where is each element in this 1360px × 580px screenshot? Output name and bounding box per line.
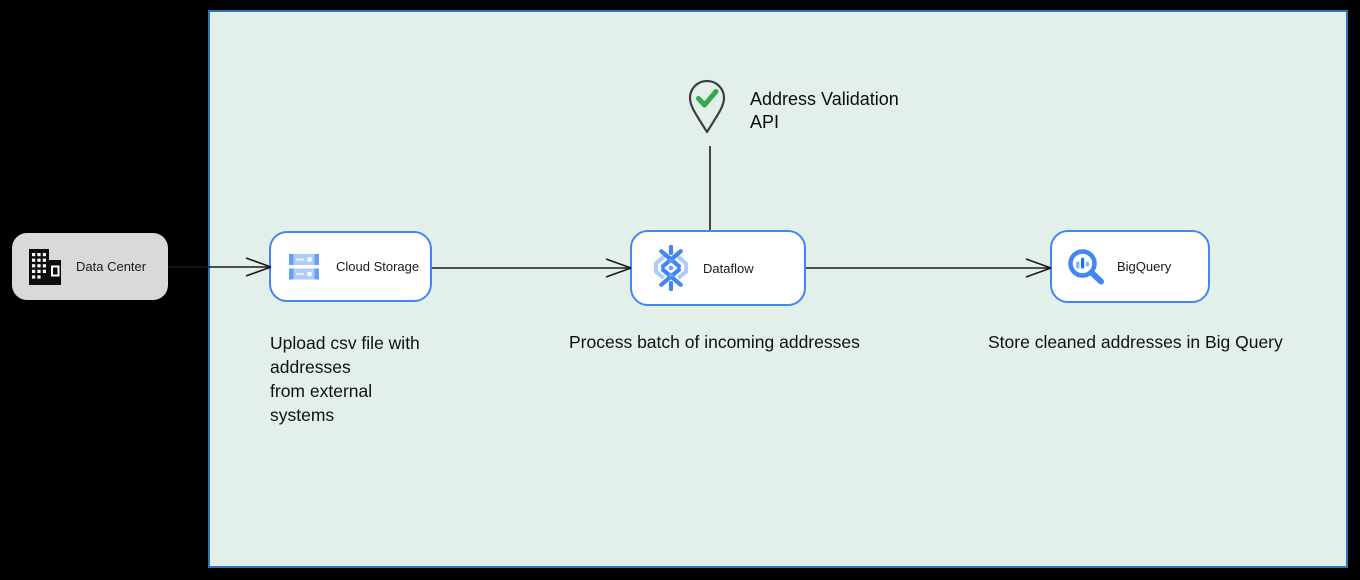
node-label-bigquery: BigQuery — [1117, 259, 1172, 274]
node-dataflow[interactable]: Dataflow — [630, 230, 806, 306]
note-upload-line4: systems — [270, 405, 335, 425]
node-data-center[interactable]: Data Center — [12, 233, 168, 300]
note-upload-line2: addresses — [270, 357, 351, 377]
note-upload-csv: Upload csv file with addresses from exte… — [270, 331, 420, 427]
cloud-storage-icon — [289, 253, 319, 279]
note-upload-line3: from external — [270, 381, 373, 401]
node-label-cloud-storage: Cloud Storage — [336, 259, 420, 274]
note-store-bigquery: Store cleaned addresses in Big Query — [988, 332, 1283, 352]
node-bigquery[interactable]: BigQuery — [1050, 230, 1210, 303]
note-process-batch: Process batch of incoming addresses — [569, 332, 860, 352]
node-label-data-center: Data Center — [76, 259, 147, 274]
map-pin-check-icon — [688, 79, 726, 134]
node-cloud-storage[interactable]: Cloud Storage — [269, 231, 432, 302]
node-label-dataflow: Dataflow — [703, 260, 754, 276]
bigquery-icon — [1068, 248, 1104, 284]
dataflow-icon — [653, 245, 689, 291]
api-label-line2: API — [750, 112, 780, 132]
building-icon — [29, 248, 61, 285]
address-validation-api-label: Address Validation API — [750, 88, 899, 134]
note-upload-line1: Upload csv file with — [270, 333, 420, 353]
api-label-line1: Address Validation — [750, 89, 899, 109]
address-validation-pin — [687, 79, 727, 142]
